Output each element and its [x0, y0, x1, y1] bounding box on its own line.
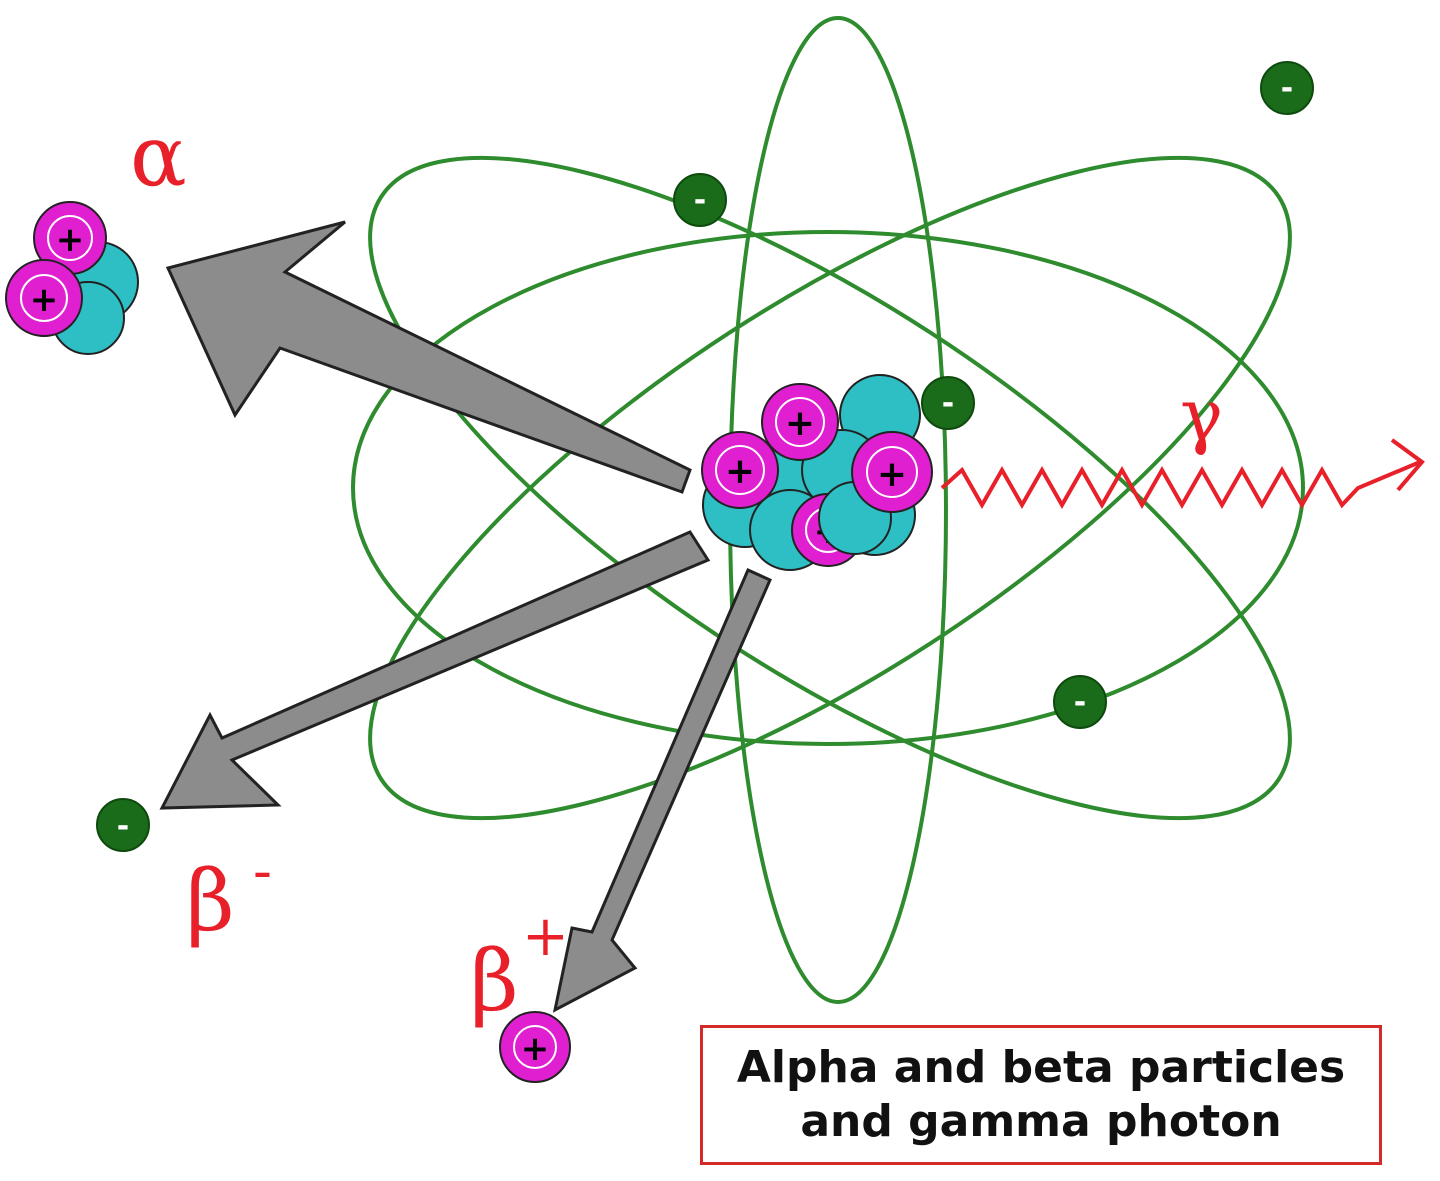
- caption-line-1: Alpha and beta particles: [736, 1042, 1346, 1093]
- electron-sign: -: [117, 809, 129, 844]
- orbit-electrons: - - - -: [673, 61, 1314, 729]
- proton-sign: +: [30, 280, 59, 320]
- electron-sign: -: [942, 386, 954, 421]
- alpha-proton-bottom: +: [5, 259, 83, 337]
- beta-minus-superscript: -: [253, 839, 272, 904]
- alpha-particle: + +: [5, 201, 139, 355]
- proton-sign: +: [56, 220, 85, 260]
- beta-minus-label: β: [186, 852, 235, 950]
- proton-sign: +: [521, 1029, 550, 1069]
- gamma-arrowhead: [1390, 438, 1425, 492]
- gamma-label: γ: [1180, 373, 1223, 457]
- beta-plus-superscript: +: [522, 904, 569, 969]
- beta-plus-arrow: [552, 568, 772, 1013]
- electron-orbit-3: -: [921, 376, 975, 430]
- electron-orbit-2: -: [1260, 61, 1314, 115]
- beta-plus-label: β: [470, 932, 519, 1030]
- nucleus-proton-top: +: [761, 383, 839, 461]
- beta-minus-electron: -: [96, 798, 150, 852]
- caption-line-2: and gamma photon: [800, 1096, 1282, 1147]
- alpha-arrow: [165, 220, 692, 494]
- electron-sign: -: [694, 183, 706, 218]
- proton-sign: +: [785, 403, 815, 444]
- gamma-wave: [940, 460, 1421, 510]
- orbit-horizontal: [351, 230, 1305, 746]
- nucleus-proton-right: +: [851, 431, 933, 513]
- beta-plus-positron: +: [499, 1011, 571, 1083]
- electron-sign: -: [1074, 685, 1086, 720]
- proton-sign: +: [725, 451, 755, 492]
- emission-arrows: [159, 220, 772, 1013]
- alpha-label: α: [130, 107, 187, 205]
- proton-sign: +: [877, 454, 907, 495]
- electron-sign: -: [1281, 71, 1293, 106]
- orbit-diagonal-b: [368, 155, 1292, 821]
- beta-minus-arrow: [159, 530, 711, 810]
- electron-orbit-4: -: [1053, 675, 1107, 729]
- electron-orbit-1: -: [673, 173, 727, 227]
- nucleus-proton-left: +: [701, 431, 779, 509]
- gamma-ray: [940, 438, 1425, 510]
- caption-box: Alpha and beta particles and gamma photo…: [700, 1025, 1382, 1165]
- nucleus: + + + +: [701, 374, 933, 571]
